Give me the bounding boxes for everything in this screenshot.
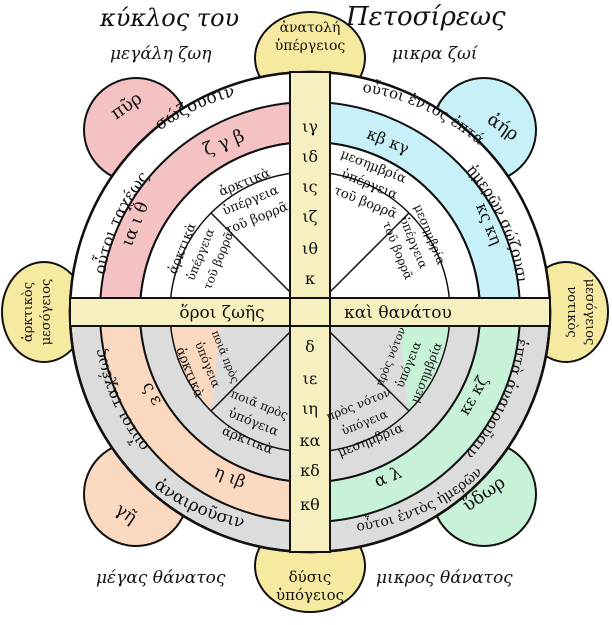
title-left: κύκλος του — [100, 4, 240, 32]
west-label-1: δύσις — [289, 568, 332, 586]
bar-top-num-6: κ — [305, 269, 315, 288]
east-label-2: ὑπέργειος — [275, 37, 346, 54]
vertical-bar-top-numbers: ιγ ιδ ις ιζ ιθ κ — [302, 117, 318, 288]
south-label-2: μεσόγειος — [582, 279, 597, 346]
north-label-1: ἀρκτικὸς — [21, 282, 36, 342]
inner-se-green — [398, 312, 451, 411]
bar-left-label: ὅροι ζωῆς — [179, 303, 264, 323]
subtitle-left: μεγάλη ζωη — [110, 44, 212, 64]
bar-bottom-num-4: κα — [300, 431, 321, 450]
north-label-2: μεσόγειος — [39, 279, 54, 346]
inner-sw-pink — [170, 312, 222, 411]
bar-top-num-2: ιδ — [302, 147, 318, 166]
south-label-1: νοτικὸς — [564, 286, 579, 337]
element-lobes — [83, 77, 537, 547]
bar-top-num-4: ιζ — [303, 207, 318, 226]
bar-right-label: καὶ θανάτου — [344, 303, 452, 323]
bar-top-num-3: ις — [302, 177, 317, 196]
title-right: Πετοσίρεως — [346, 2, 506, 32]
bar-bottom-num-6: κθ — [300, 495, 320, 514]
bar-bottom-num-3: ιη — [302, 399, 318, 418]
outer-ring-upper-white — [70, 72, 550, 312]
bar-top-num-1: ιγ — [302, 117, 318, 136]
east-label-1: ἀνατολή — [280, 19, 341, 36]
bar-bottom-num-1: δ — [305, 337, 315, 356]
west-label-2: ὑπόγειος — [276, 586, 344, 604]
label-bottom-left: μέγας θάνατος — [96, 568, 226, 588]
label-bottom-right: μικρος θάνατος — [376, 568, 513, 588]
radial-dividers — [210, 212, 410, 412]
bar-top-num-5: ιθ — [302, 239, 318, 258]
subtitle-right: μικρα ζωί — [392, 44, 478, 64]
bar-bottom-num-2: ιε — [303, 369, 318, 388]
vertical-bar-bottom-numbers: δ ιε ιη κα κδ κθ — [300, 337, 321, 514]
bar-bottom-num-5: κδ — [300, 461, 320, 480]
